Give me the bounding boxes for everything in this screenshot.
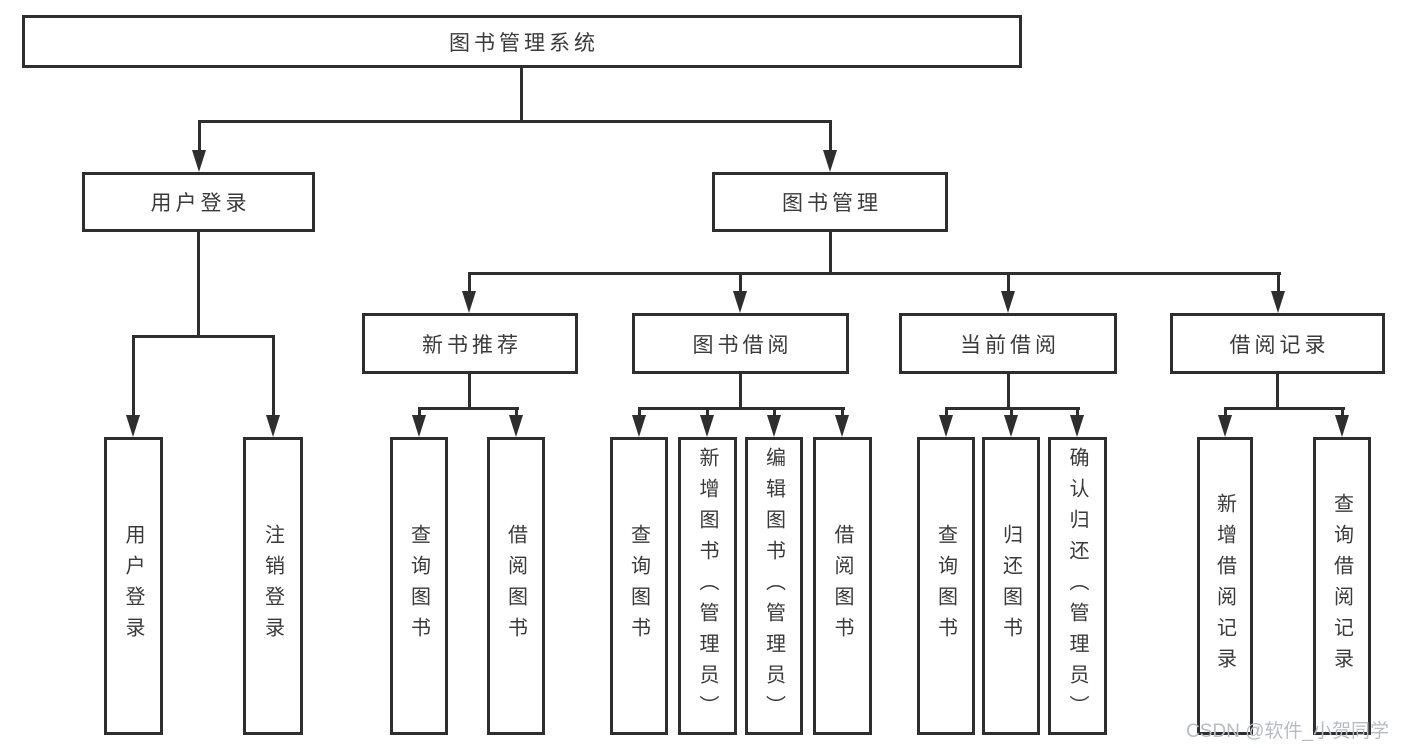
leaf-logout: 注销登录: [243, 437, 303, 735]
connector-drop-leaf: [773, 407, 776, 417]
connector-records-stem: [1276, 374, 1279, 410]
connector-book-mgmt-bus: [468, 272, 1281, 275]
down-arrow-icon: [700, 415, 714, 437]
connector-user-login-stem: [197, 232, 200, 338]
down-arrow-icon: [192, 150, 206, 172]
leaf-records-query-record-label: 查询借阅记录: [1330, 493, 1353, 679]
node-root: 图书管理系统: [22, 15, 1022, 68]
connector-drop-leaf: [841, 407, 844, 417]
leaf-current-return-book-label: 归还图书: [999, 524, 1022, 648]
leaf-logout-label: 注销登录: [261, 524, 284, 648]
connector-drop-borrow: [739, 272, 742, 293]
down-arrow-icon: [632, 415, 646, 437]
node-new-book-recommend-label: 新书推荐: [422, 333, 522, 357]
connector-user-login-bus: [132, 335, 275, 338]
leaf-recommend-query-book: 查询图书: [390, 437, 448, 735]
leaf-borrow-borrow-book-label: 借阅图书: [831, 524, 853, 648]
leaf-current-query-book-label: 查询图书: [934, 524, 957, 648]
node-book-borrow-label: 图书借阅: [692, 333, 793, 357]
down-arrow-icon: [266, 415, 280, 437]
connector-drop-leaf: [945, 407, 948, 417]
node-current-borrow: 当前借阅: [899, 313, 1117, 374]
connector-drop-user-login: [198, 120, 201, 152]
leaf-records-query-record: 查询借阅记录: [1313, 437, 1371, 735]
down-arrow-icon: [1001, 291, 1015, 313]
leaf-current-confirm-return-admin-label: 确认归还（管理员）: [1066, 446, 1088, 726]
leaf-current-query-book: 查询图书: [917, 437, 975, 735]
down-arrow-icon: [835, 415, 849, 437]
leaf-borrow-borrow-book: 借阅图书: [813, 437, 872, 735]
leaf-recommend-borrow-book: 借阅图书: [487, 437, 545, 735]
down-arrow-icon: [1218, 415, 1232, 437]
connector-root-bus: [198, 120, 832, 123]
node-borrow-records-label: 借阅记录: [1229, 333, 1330, 357]
connector-drop-leaf: [638, 407, 641, 417]
node-book-mgmt-label: 图书管理: [782, 192, 882, 215]
down-arrow-icon: [767, 415, 781, 437]
leaf-borrow-add-book-admin: 新增图书（管理员）: [678, 437, 737, 735]
connector-drop-leaf: [1010, 407, 1013, 417]
connector-root-stem: [520, 68, 523, 122]
watermark: CSDN @软件_小贺同学: [1186, 721, 1389, 742]
connector-drop-leaf: [515, 407, 518, 417]
down-arrow-icon: [412, 415, 426, 437]
connector-recommend-bus: [418, 407, 519, 410]
connector-drop-leaf: [706, 407, 709, 417]
connector-borrow-bus: [638, 407, 845, 410]
node-user-login-label: 用户登录: [150, 192, 251, 215]
leaf-current-confirm-return-admin: 确认归还（管理员）: [1048, 437, 1107, 735]
down-arrow-icon: [1004, 415, 1018, 437]
connector-drop-leaf: [1224, 407, 1227, 417]
down-arrow-icon: [1070, 415, 1084, 437]
node-current-borrow-label: 当前借阅: [960, 333, 1060, 357]
down-arrow-icon: [733, 291, 747, 313]
connector-drop-book-mgmt: [829, 120, 832, 152]
leaf-current-return-book: 归还图书: [982, 437, 1040, 735]
leaf-borrow-add-book-admin-label: 新增图书（管理员）: [696, 446, 718, 726]
connector-recommend-stem: [468, 374, 471, 410]
down-arrow-icon: [1335, 415, 1349, 437]
down-arrow-icon: [126, 415, 140, 437]
connector-current-stem: [1007, 374, 1010, 410]
connector-drop-current: [1007, 272, 1010, 293]
node-book-borrow: 图书借阅: [632, 313, 849, 374]
connector-borrow-stem: [739, 374, 742, 410]
leaf-recommend-query-book-label: 查询图书: [407, 524, 430, 648]
down-arrow-icon: [823, 150, 837, 172]
down-arrow-icon: [462, 291, 476, 313]
leaf-recommend-borrow-book-label: 借阅图书: [504, 524, 527, 648]
leaf-user-login: 用户登录: [104, 437, 163, 735]
down-arrow-icon: [1271, 291, 1285, 313]
leaf-borrow-edit-book-admin-label: 编辑图书（管理员）: [762, 446, 785, 726]
node-new-book-recommend: 新书推荐: [362, 313, 578, 374]
connector-drop-records: [1277, 272, 1280, 293]
leaf-records-add-record-label: 新增借阅记录: [1213, 493, 1236, 679]
node-borrow-records: 借阅记录: [1170, 313, 1385, 374]
leaf-user-login-label: 用户登录: [122, 524, 144, 648]
connector-drop-leaf: [132, 335, 135, 417]
connector-drop-leaf: [1076, 407, 1079, 417]
connector-records-bus: [1224, 407, 1345, 410]
node-book-mgmt: 图书管理: [712, 172, 948, 232]
leaf-borrow-query-book: 查询图书: [610, 437, 668, 735]
down-arrow-icon: [509, 415, 523, 437]
node-root-label: 图书管理系统: [449, 31, 599, 55]
connector-drop-recommend: [468, 272, 471, 293]
connector-drop-leaf: [1341, 407, 1344, 417]
leaf-borrow-query-book-label: 查询图书: [627, 524, 650, 648]
connector-book-mgmt-stem: [829, 232, 832, 275]
connector-drop-leaf: [418, 407, 421, 417]
down-arrow-icon: [939, 415, 953, 437]
connector-drop-leaf: [272, 335, 275, 417]
leaf-borrow-edit-book-admin: 编辑图书（管理员）: [745, 437, 803, 735]
leaf-records-add-record: 新增借阅记录: [1197, 437, 1253, 735]
node-user-login: 用户登录: [82, 172, 315, 232]
